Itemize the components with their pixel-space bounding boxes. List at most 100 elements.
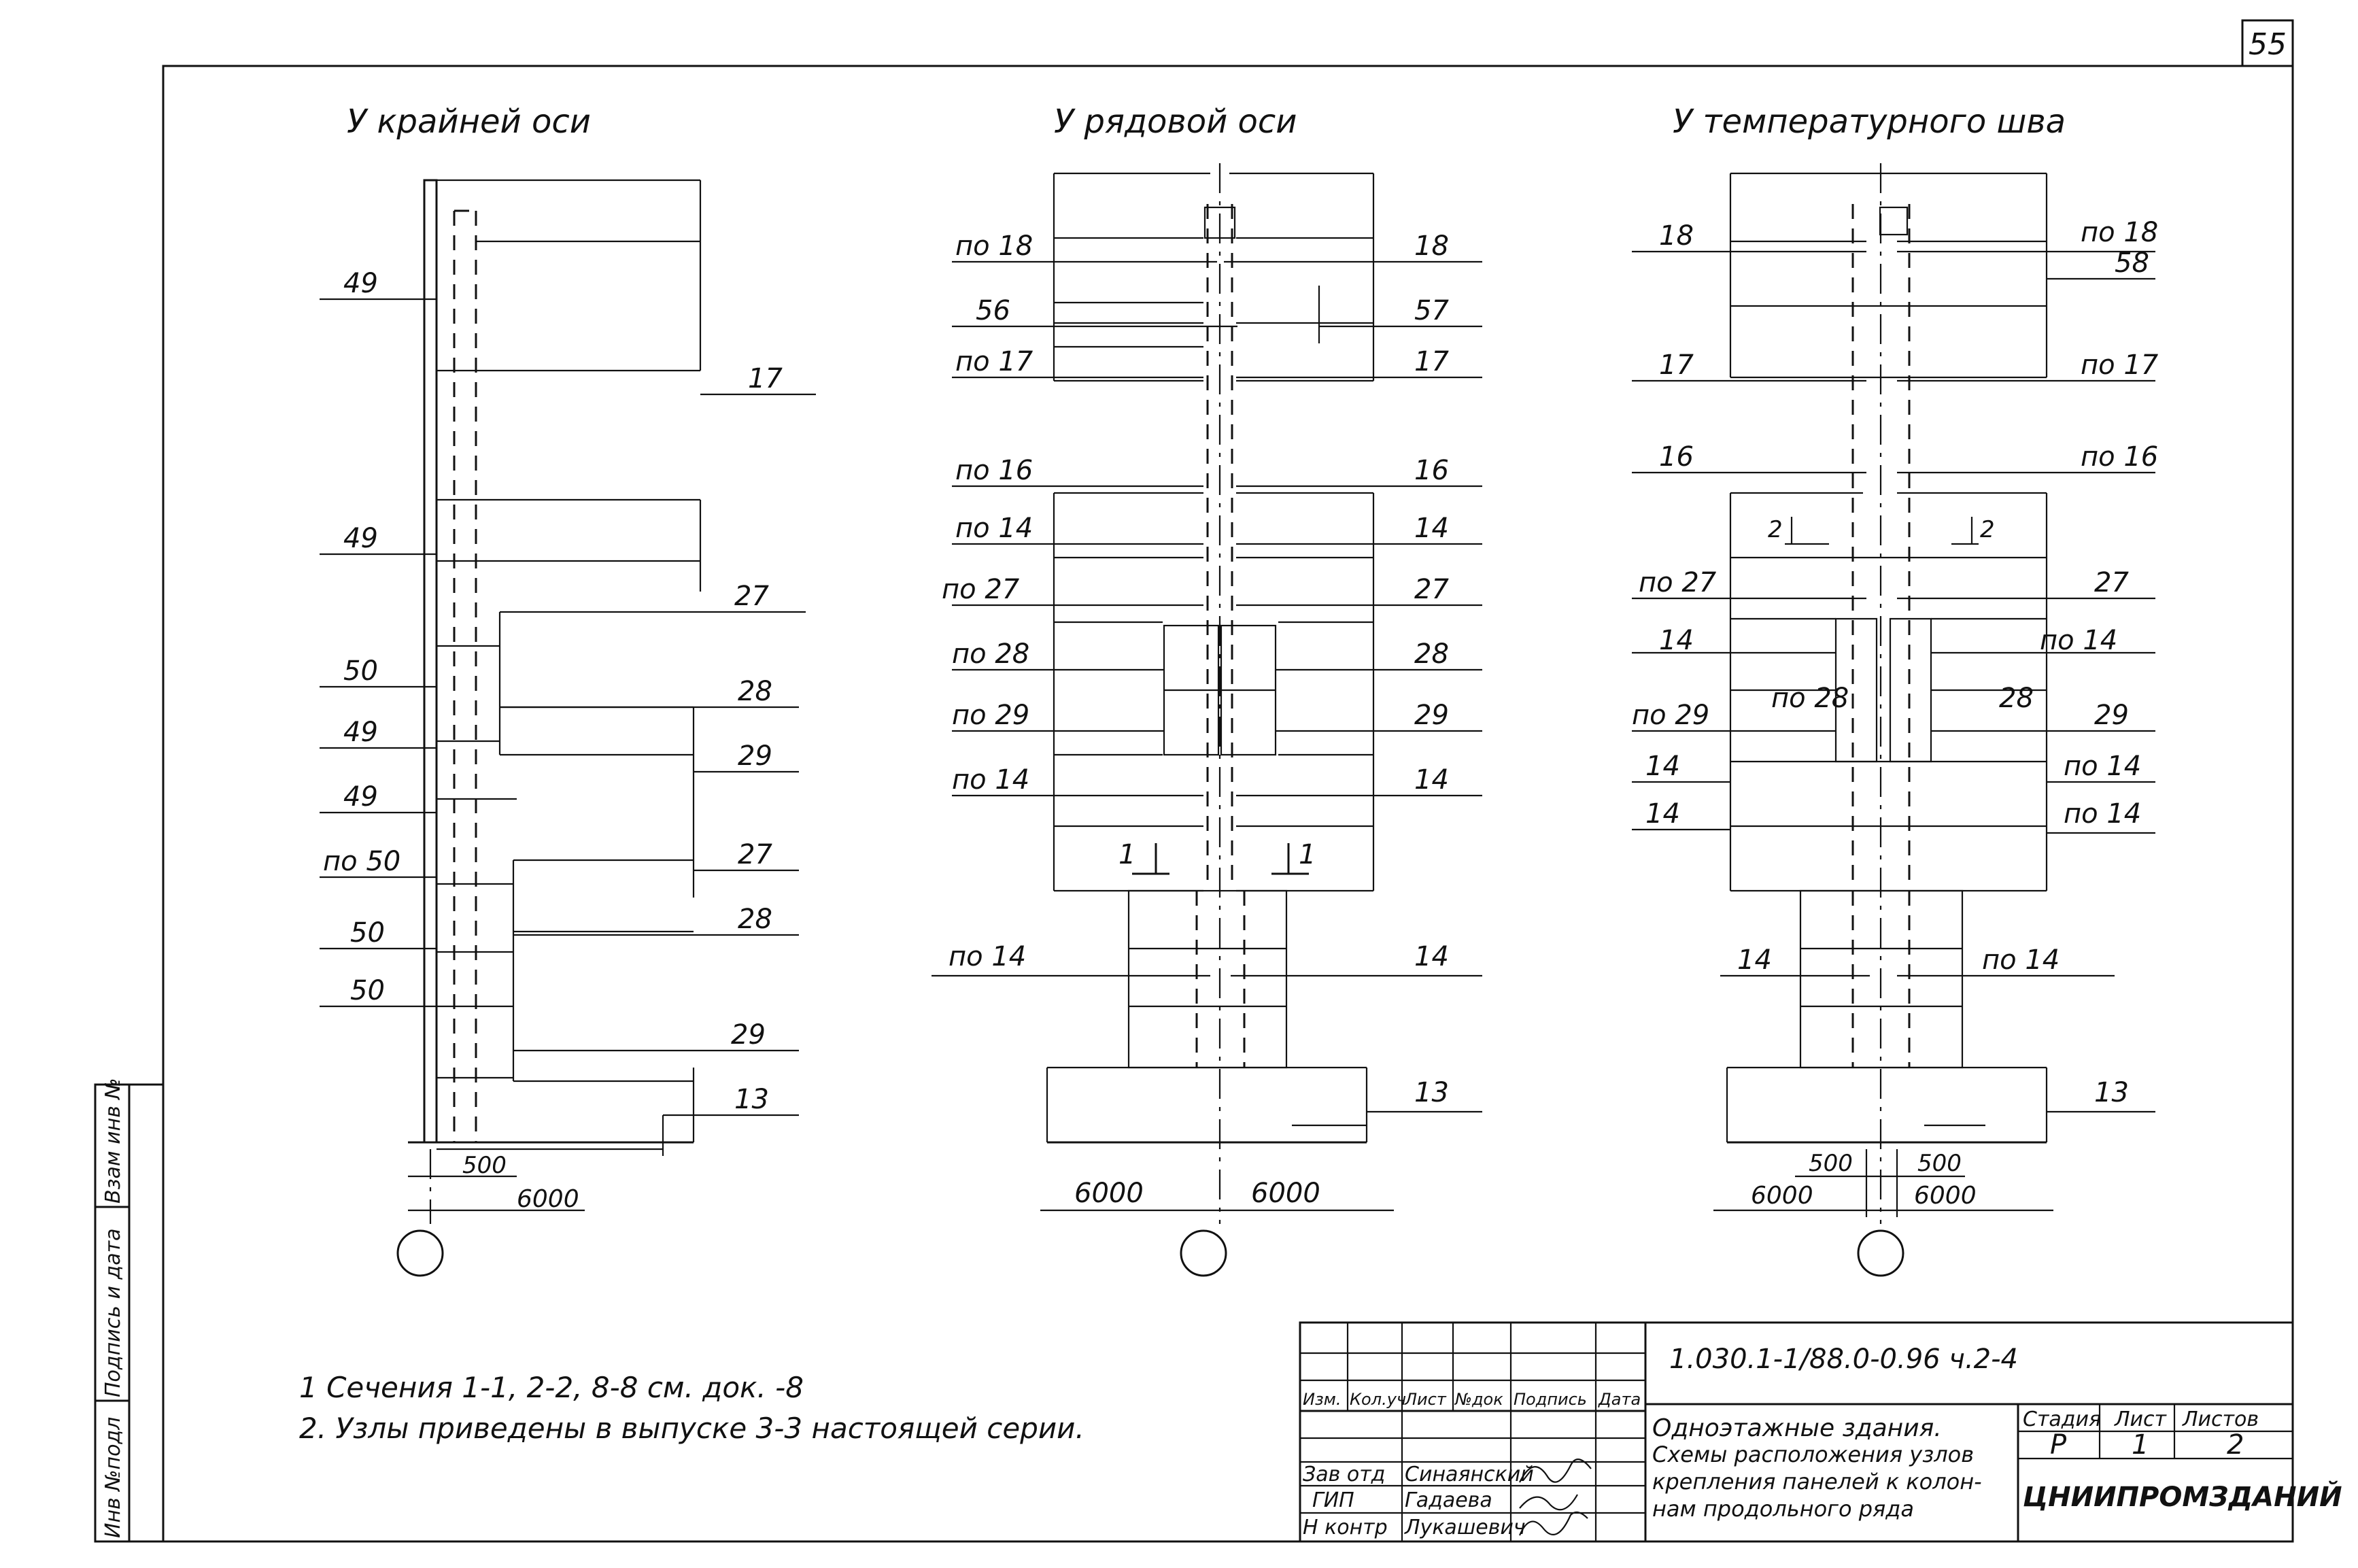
tb-role: Н контр <box>1303 1516 1388 1539</box>
axis-bubble <box>1180 1229 1227 1277</box>
diagram-edge-axis: У крайней оси <box>320 103 816 1277</box>
edge-label: 29 <box>731 1019 766 1051</box>
tb-sheet: 1 <box>2132 1429 2149 1461</box>
org-name: ЦНИИПРОМЗДАНИЙ <box>2023 1480 2342 1513</box>
edge-label: 50 <box>350 917 385 949</box>
row-label: 14 <box>1414 513 1449 544</box>
joint-label: по 29 <box>1632 700 1709 731</box>
row-label: 27 <box>1414 574 1449 605</box>
joint-label: 29 <box>2094 700 2129 731</box>
tb-name: Гадаева <box>1405 1488 1492 1512</box>
header-edge: У крайней оси <box>347 103 591 141</box>
tb-name: Лукашевич <box>1404 1516 1526 1539</box>
tb-role: ГИП <box>1312 1488 1354 1512</box>
side-stamp: Инв №подл Подпись и дата Взам инв № <box>94 1078 165 1543</box>
joint-label: по 14 <box>2064 798 2141 830</box>
note-1: 1 Сечения 1-1, 2-2, 8-8 см. док. -8 <box>299 1371 804 1404</box>
joint-dim: 6000 <box>1751 1182 1813 1210</box>
row-section-mark: 1 <box>1299 839 1316 870</box>
joint-label: по 18 <box>2081 217 2158 248</box>
joint-label: по 14 <box>2040 625 2117 656</box>
row-label: 57 <box>1414 295 1449 326</box>
page-number-box <box>2241 19 2294 67</box>
joint-label: по 27 <box>1639 567 1717 598</box>
title-block: Изм. Кол.уч Лист №док Подпись Дата Зав о… <box>1299 1321 2342 1543</box>
row-dim: 6000 <box>1074 1178 1144 1209</box>
edge-label: по 50 <box>323 846 400 877</box>
row-section-mark: 1 <box>1118 839 1135 870</box>
row-label: 28 <box>1414 638 1449 670</box>
joint-label: 14 <box>1659 625 1694 656</box>
tb-sheets-header: Листов <box>2182 1408 2259 1431</box>
row-label: 13 <box>1414 1077 1449 1108</box>
joint-label: 14 <box>1645 751 1680 782</box>
tb-stage-header: Стадия <box>2023 1408 2101 1431</box>
signature <box>1518 1511 1588 1536</box>
joint-label: по 14 <box>1982 944 2060 976</box>
joint-label: 58 <box>2115 248 2149 279</box>
joint-inner-label: по 28 <box>1771 683 1849 714</box>
edge-dim: 500 <box>462 1152 507 1179</box>
diagram-temperature-joint: У температурного шва 2 2 <box>1632 103 2159 1277</box>
joint-label: 13 <box>2094 1077 2129 1108</box>
note-2: 2. Узлы приведены в выпуске 3-3 настояще… <box>299 1412 1084 1445</box>
row-label: 29 <box>1414 700 1449 731</box>
joint-dim: 500 <box>1917 1150 1962 1177</box>
doc-title-line: нам продольного ряда <box>1652 1496 1914 1522</box>
tb-name: Синаянский <box>1405 1463 1534 1486</box>
row-label: 14 <box>1414 941 1449 972</box>
tb-col-header: Лист <box>1404 1390 1447 1409</box>
edge-label: 49 <box>343 268 378 299</box>
row-label: по 14 <box>952 764 1029 796</box>
page-number: 55 <box>2249 27 2287 62</box>
row-label: 14 <box>1414 764 1449 796</box>
row-label: 16 <box>1414 455 1449 486</box>
row-dim: 6000 <box>1251 1178 1320 1209</box>
side-stamp-inv: Инв №подл <box>101 1417 125 1538</box>
axis-bubble <box>1857 1229 1904 1277</box>
joint-label: 27 <box>2094 567 2129 598</box>
edge-label: 49 <box>343 717 378 748</box>
signature <box>1519 1459 1592 1483</box>
joint-label: 14 <box>1737 944 1772 976</box>
tb-sheet-header: Лист <box>2114 1408 2168 1431</box>
joint-inner-label: 2 <box>1768 516 1783 543</box>
joint-label: 14 <box>1645 798 1680 830</box>
row-label: по 28 <box>952 638 1029 670</box>
side-stamp-sign: Подпись и дата <box>101 1229 125 1398</box>
tb-col-header: Дата <box>1598 1390 1641 1409</box>
joint-dim: 500 <box>1809 1150 1853 1177</box>
axis-bubble <box>396 1229 444 1277</box>
row-label: по 18 <box>955 231 1033 262</box>
joint-inner-label: 28 <box>1999 683 2034 714</box>
tb-col-header: Кол.уч <box>1350 1390 1406 1409</box>
side-stamp-replace: Взам инв № <box>101 1078 125 1204</box>
edge-label: 50 <box>350 975 385 1006</box>
tb-col-header: №док <box>1454 1390 1503 1409</box>
joint-label: по 16 <box>2081 441 2158 473</box>
tb-sheets: 2 <box>2227 1429 2244 1461</box>
edge-label: 28 <box>738 676 772 707</box>
edge-label: 27 <box>738 839 772 870</box>
row-label: 56 <box>976 295 1010 326</box>
edge-label: 13 <box>734 1084 769 1115</box>
row-label: 17 <box>1414 346 1449 377</box>
sheet-frame <box>162 65 2294 1543</box>
header-joint: У температурного шва <box>1673 103 2066 141</box>
tb-stage: Р <box>2050 1429 2067 1461</box>
tb-col-header: Подпись <box>1514 1390 1587 1409</box>
row-label: 18 <box>1414 231 1449 262</box>
row-label: по 16 <box>955 455 1033 486</box>
doc-title-line: Одноэтажные здания. <box>1652 1414 1942 1442</box>
doc-title-line: Схемы расположения узлов <box>1652 1442 1974 1467</box>
row-label: по 27 <box>942 574 1020 605</box>
edge-label: 50 <box>343 655 378 687</box>
doc-code: 1.030.1-1/88.0-0.96 ч.2-4 <box>1669 1344 2018 1375</box>
edge-label: 49 <box>343 523 378 554</box>
tb-col-header: Изм. <box>1303 1390 1341 1409</box>
edge-dim: 6000 <box>517 1185 579 1213</box>
joint-label: 18 <box>1659 220 1694 252</box>
joint-label: по 14 <box>2064 751 2141 782</box>
header-row: У рядовой оси <box>1054 103 1297 141</box>
